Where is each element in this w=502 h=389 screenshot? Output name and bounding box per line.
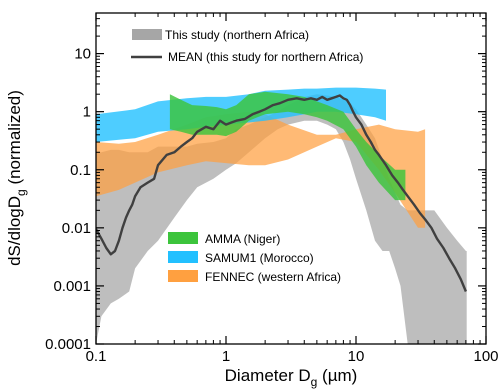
x-tick-label: 100 xyxy=(473,348,498,365)
legend-swatch-amma xyxy=(168,232,198,244)
plot-area xyxy=(96,87,468,344)
band-amma-niger xyxy=(169,91,406,201)
legend-label-mean: MEAN (this study for northern Africa) xyxy=(168,50,363,64)
legend-swatch-samum1 xyxy=(168,251,198,263)
y-tick-label: 1 xyxy=(83,104,91,121)
x-axis-title: Diameter Dg (µm) xyxy=(225,366,358,389)
legend-label-samum1: SAMUM1 (Morocco) xyxy=(205,251,314,265)
legend-label-this-study: This study (northern Africa) xyxy=(165,28,309,42)
x-tick-label: 1 xyxy=(222,348,230,365)
y-tick-label: 0.01 xyxy=(62,220,91,237)
y-tick-label: 0.0001 xyxy=(45,336,91,353)
y-tick-label: 0.1 xyxy=(70,162,91,179)
legend-swatch-fennec xyxy=(168,270,198,282)
y-axis-title: dS/dlogDg (normalized) xyxy=(5,90,28,266)
legend-top: This study (northern Africa) MEAN (this … xyxy=(131,28,363,64)
x-tick-label: 10 xyxy=(348,348,365,365)
y-tick-label: 10 xyxy=(74,46,91,63)
y-tick-label: 0.001 xyxy=(53,278,91,295)
band-fennec-western-africa xyxy=(96,111,426,228)
legend-swatch-this-study xyxy=(132,29,162,40)
line-mean-this-study-for-northern-africa xyxy=(96,94,468,292)
x-tick-label: 0.1 xyxy=(86,348,107,365)
legend-bottom: AMMA (Niger) SAMUM1 (Morocco) FENNEC (we… xyxy=(168,232,341,284)
axis-ticks: 0.1 1 10 100 0.0001 0.001 0.01 0.1 1 10 xyxy=(45,12,499,365)
legend-label-amma: AMMA (Niger) xyxy=(205,232,280,246)
legend-label-fennec: FENNEC (western Africa) xyxy=(205,270,341,284)
